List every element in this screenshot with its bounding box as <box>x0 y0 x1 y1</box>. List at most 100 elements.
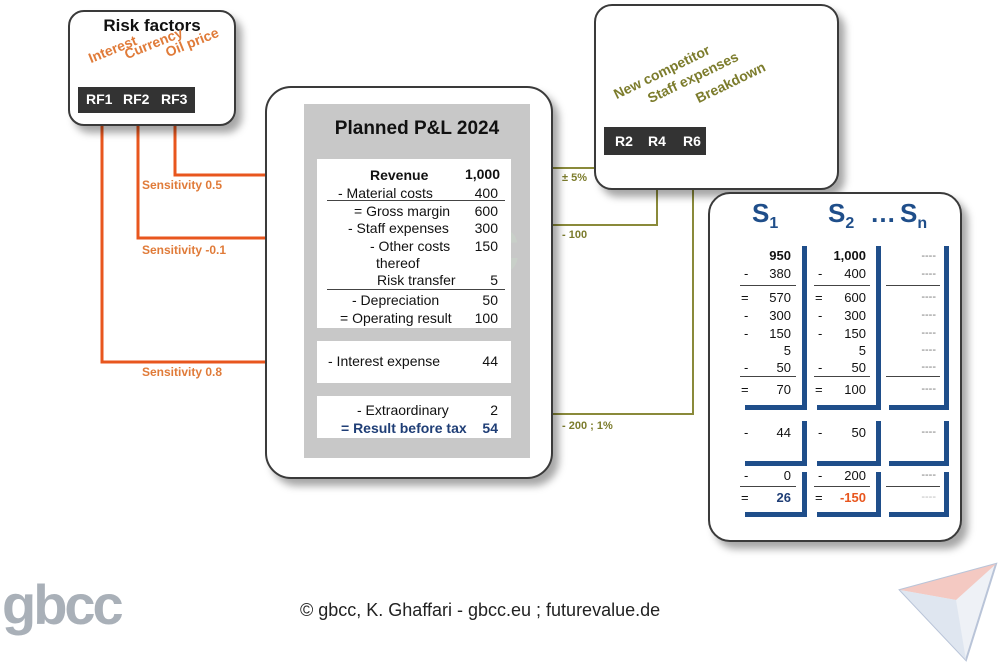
sn-placeholder: ---- <box>921 291 936 303</box>
s2-sign: = <box>815 290 823 305</box>
interest-expense-value: 44 <box>482 353 498 369</box>
divider <box>327 289 505 290</box>
material-costs-value: 400 <box>474 185 498 201</box>
effect-r2: ± 5% <box>562 172 587 184</box>
s2-value: 300 <box>844 308 866 323</box>
bracket <box>817 512 881 517</box>
bracket <box>876 246 881 410</box>
s2-value: -150 <box>839 490 866 505</box>
gbcc-logo: gbcc <box>2 573 124 636</box>
arrow-rf1-interest <box>100 118 318 377</box>
s2-sign: - <box>818 266 823 281</box>
bracket <box>889 405 949 410</box>
s2-value: 1,000 <box>833 248 866 263</box>
risk-transfer-value: 5 <box>490 272 498 288</box>
r2-code: R2 <box>615 133 633 149</box>
line-r6-extra <box>552 158 694 415</box>
s2-sub: 2 <box>845 215 855 233</box>
s1-value: 44 <box>776 425 791 440</box>
s1-sign: - <box>744 308 749 323</box>
bracket <box>876 472 881 517</box>
sn-placeholder: ---- <box>921 491 936 503</box>
divider <box>886 285 940 286</box>
interest-expense-label: - Interest expense <box>328 353 441 369</box>
sn-placeholder: ---- <box>921 361 936 373</box>
divider <box>740 486 796 487</box>
s2-sign: = <box>815 490 823 505</box>
bracket <box>889 512 949 517</box>
risk-factors-title: Risk factors <box>103 16 201 35</box>
s1-sign: - <box>744 266 749 281</box>
scenario-sn-header: Sn <box>900 198 927 233</box>
s2-value: 400 <box>844 266 866 281</box>
s1-value: 150 <box>769 326 791 341</box>
s1-value: 50 <box>776 360 791 375</box>
bracket <box>817 461 881 466</box>
s2-sign: - <box>818 468 823 483</box>
arrow-rf2-staff <box>136 118 318 253</box>
s2-sign: - <box>818 425 823 440</box>
scenario-s1-header: S1 <box>752 198 778 233</box>
sn-prefix: S <box>900 198 918 228</box>
sn-placeholder: ---- <box>921 268 936 280</box>
bracket <box>802 421 807 466</box>
s1-sign: - <box>744 468 749 483</box>
bracket <box>817 405 881 410</box>
bracket <box>745 512 807 517</box>
gross-margin-value: 600 <box>474 203 498 219</box>
bracket <box>944 421 949 466</box>
r6-code: R6 <box>683 133 701 149</box>
material-costs-label: - Material costs <box>338 185 433 201</box>
result-before-tax-value: 54 <box>482 420 498 436</box>
sn-sub: n <box>917 215 928 233</box>
extraordinary-value: 2 <box>490 402 498 418</box>
depreciation-value: 50 <box>482 292 498 308</box>
sensitivity-rf1: Sensitivity 0.8 <box>142 365 223 379</box>
s2-value: 50 <box>851 425 866 440</box>
sn-placeholder: ---- <box>921 469 936 481</box>
divider <box>814 285 870 286</box>
s1-sign: = <box>741 382 749 397</box>
s2-sign: - <box>818 360 823 375</box>
divider <box>814 376 870 377</box>
risk-factor-codes-bar: RF1 RF2 RF3 <box>78 87 195 113</box>
risk-transfer-label: Risk transfer <box>377 272 456 288</box>
staff-expenses-value: 300 <box>474 220 498 236</box>
s1-value: 300 <box>769 308 791 323</box>
scenario-ellipsis: … <box>870 198 896 228</box>
s1-value: 26 <box>776 490 791 505</box>
s2-sign: - <box>818 326 823 341</box>
pl-operating-block <box>317 159 511 328</box>
s1-prefix: S <box>752 198 770 228</box>
s1-value: 380 <box>769 266 791 281</box>
divider <box>886 486 940 487</box>
s1-sub: 1 <box>769 215 779 233</box>
risks-box: New competitor Staff expenses Breakdown <box>594 4 839 190</box>
s1-value: 70 <box>776 382 791 397</box>
bracket <box>745 461 807 466</box>
s1-sign: - <box>744 360 749 375</box>
other-costs-value: 150 <box>474 238 498 254</box>
s2-sign: = <box>815 382 823 397</box>
gross-margin-label: = Gross margin <box>354 203 451 219</box>
risk-codes-bar: R2 R4 R6 <box>604 127 706 155</box>
extraordinary-label: - Extraordinary <box>357 402 449 418</box>
sn-placeholder: ---- <box>921 327 936 339</box>
sensitivity-rf2: Sensitivity -0.1 <box>142 243 227 257</box>
s1-value: 950 <box>769 248 791 263</box>
s1-sign: - <box>744 425 749 440</box>
r4-code: R4 <box>648 133 666 149</box>
scenario-s2-header: S2 <box>828 198 854 233</box>
divider <box>327 200 505 201</box>
triangle-logo-icon <box>898 562 998 662</box>
revenue-value: 1,000 <box>464 166 500 182</box>
divider <box>740 285 796 286</box>
bracket <box>889 461 949 466</box>
bracket <box>802 472 807 517</box>
divider <box>814 486 870 487</box>
pl-interest-block <box>317 341 511 383</box>
effect-r6: - 200 ; 1% <box>562 420 613 432</box>
sn-placeholder: ---- <box>921 309 936 321</box>
rf2-code: RF2 <box>123 91 150 107</box>
copyright-text: © gbcc, K. Ghaffari - gbcc.eu ; futureva… <box>300 600 661 620</box>
